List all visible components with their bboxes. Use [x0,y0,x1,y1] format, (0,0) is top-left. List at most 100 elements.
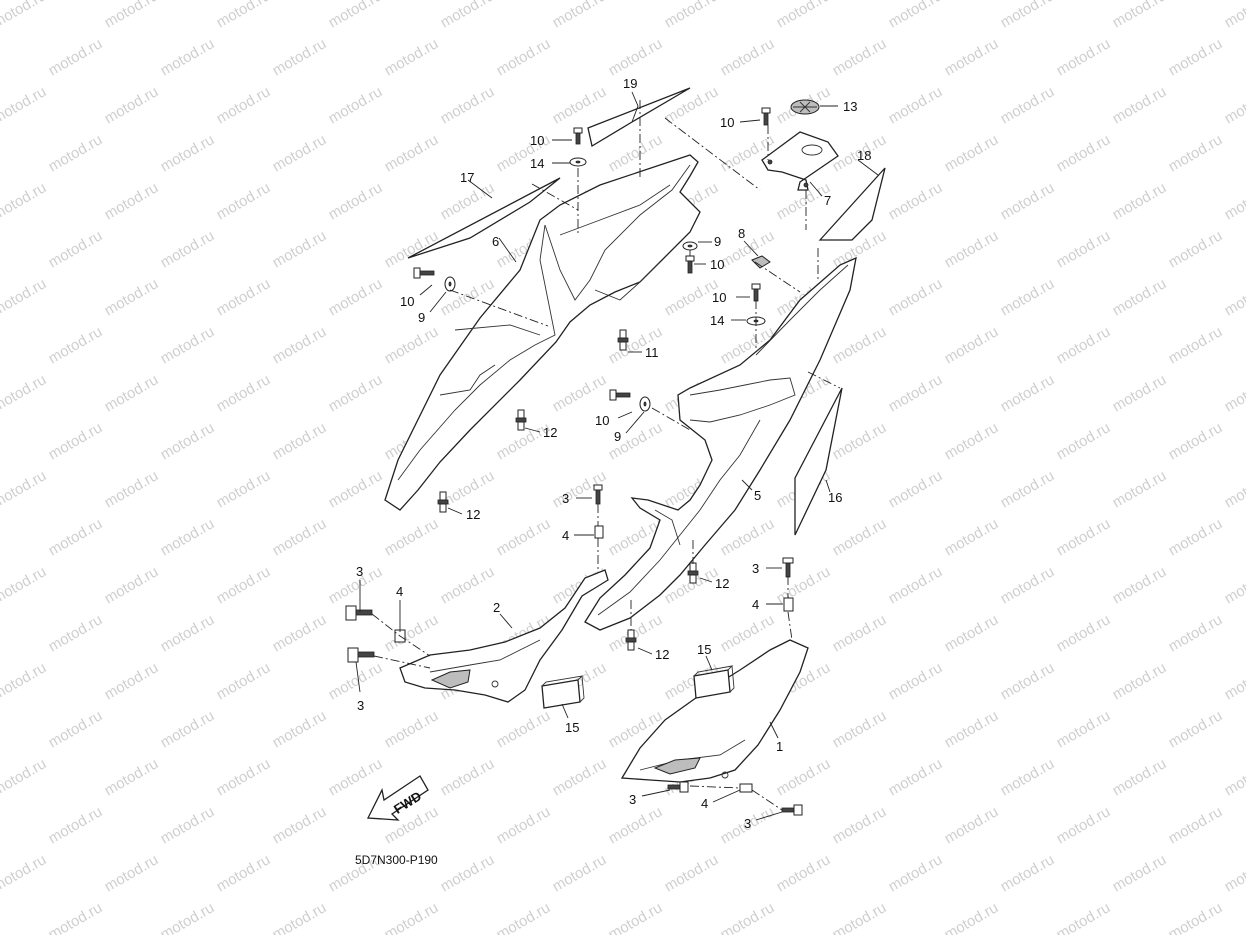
callout-17[interactable]: 17 [460,170,474,185]
callout-1[interactable]: 1 [776,739,783,754]
part-8-clip[interactable] [751,255,771,269]
callout-4-c[interactable]: 4 [396,584,403,599]
watermark-text: motod.ru [382,131,442,175]
callout-16[interactable]: 16 [828,490,842,505]
watermark-text: motod.ru [718,611,778,655]
watermark-text: motod.ru [1110,371,1170,415]
callout-2[interactable]: 2 [493,600,500,615]
callout-10-f[interactable]: 10 [712,290,726,305]
screw-3-d[interactable] [347,647,375,663]
callout-15-a[interactable]: 15 [565,720,579,735]
watermark-text: motod.ru [1166,707,1226,751]
callout-3-d[interactable]: 3 [357,698,364,713]
watermark-text: motod.ru [102,371,162,415]
callout-12-b[interactable]: 12 [466,507,480,522]
screw-3-f[interactable] [781,804,803,816]
rivet-12-c[interactable] [687,562,699,584]
bolt-10-b[interactable] [413,267,435,279]
washer-9-b[interactable] [682,241,698,251]
part-17-decal[interactable] [407,177,561,259]
bolt-10-e[interactable] [761,107,771,126]
callout-19[interactable]: 19 [623,76,637,91]
callout-18[interactable]: 18 [857,148,871,163]
watermark-text: motod.ru [46,515,106,559]
washer-14-a[interactable] [569,157,587,167]
callout-9-b[interactable]: 9 [714,234,721,249]
watermark-text: motod.ru [830,611,890,655]
callout-12-c[interactable]: 12 [715,576,729,591]
watermark-text: motod.ru [158,899,218,935]
watermark-text: motod.ru [102,83,162,127]
watermark-text: motod.ru [550,755,610,799]
watermark-text: motod.ru [774,563,834,607]
washer-9-a[interactable] [444,276,456,292]
collar-4-d[interactable] [739,783,753,793]
callout-4-a[interactable]: 4 [562,528,569,543]
callout-5[interactable]: 5 [754,488,761,503]
watermark-text: motod.ru [886,179,946,223]
callout-7[interactable]: 7 [824,193,831,208]
callout-6[interactable]: 6 [492,234,499,249]
bolt-10-d[interactable] [609,389,631,401]
callout-9-c[interactable]: 9 [614,429,621,444]
screw-3-c[interactable] [345,605,373,621]
part-7-bracket[interactable] [761,131,839,191]
watermark-text: motod.ru [382,323,442,367]
watermark-text: motod.ru [382,35,442,79]
callout-8[interactable]: 8 [738,226,745,241]
watermark-text: motod.ru [102,659,162,703]
collar-4-b[interactable] [783,597,794,612]
rivet-12-d[interactable] [625,629,637,651]
bolt-10-c[interactable] [685,255,695,274]
bolt-10-f[interactable] [751,283,761,302]
watermark-text: motod.ru [606,35,666,79]
screw-3-b[interactable] [782,557,794,578]
callout-9-a[interactable]: 9 [418,310,425,325]
callout-10-a[interactable]: 10 [530,133,544,148]
screw-3-a[interactable] [593,484,603,505]
watermark-text: motod.ru [1222,371,1246,415]
part-13-emblem[interactable] [790,99,820,115]
callout-15-b[interactable]: 15 [697,642,711,657]
rivet-11[interactable] [617,329,629,351]
part-6-side-cover[interactable] [384,154,701,511]
watermark-text: motod.ru [326,275,386,319]
part-1-lower-cover[interactable] [620,639,809,783]
callout-3-b[interactable]: 3 [752,561,759,576]
watermark-text: motod.ru [382,515,442,559]
callout-10-b[interactable]: 10 [400,294,414,309]
screw-3-e[interactable] [667,781,689,793]
callout-3-c[interactable]: 3 [356,564,363,579]
callout-10-c[interactable]: 10 [710,257,724,272]
rivet-12-b[interactable] [437,491,449,513]
callout-3-a[interactable]: 3 [562,491,569,506]
callout-11[interactable]: 11 [645,345,659,360]
callout-12-a[interactable]: 12 [543,425,557,440]
callout-10-e[interactable]: 10 [720,115,734,130]
part-15-pad-right[interactable] [693,665,735,699]
part-5-side-cover[interactable] [584,256,857,631]
washer-9-c[interactable] [639,396,651,412]
callout-14-b[interactable]: 14 [710,313,724,328]
watermark-text: motod.ru [550,851,610,895]
collar-4-a[interactable] [594,525,604,539]
callout-3-e[interactable]: 3 [629,792,636,807]
callout-12-d[interactable]: 12 [655,647,669,662]
part-18-decal[interactable] [818,167,886,241]
callout-4-d[interactable]: 4 [701,796,708,811]
part-16-decal[interactable] [794,387,843,536]
callout-4-b[interactable]: 4 [752,597,759,612]
watermark-text: motod.ru [998,371,1058,415]
rivet-12-a[interactable] [515,409,527,431]
callout-14-a[interactable]: 14 [530,156,544,171]
callout-10-d[interactable]: 10 [595,413,609,428]
part-2-lower-cover[interactable] [399,569,609,703]
callout-3-f[interactable]: 3 [744,816,751,831]
callout-13[interactable]: 13 [843,99,857,114]
watermark-text: motod.ru [0,83,49,127]
watermark-text: motod.ru [662,0,722,31]
watermark-text: motod.ru [1054,227,1114,271]
bolt-10-a[interactable] [573,127,583,145]
part-15-pad-left[interactable] [541,675,585,709]
watermark-text: motod.ru [0,755,49,799]
